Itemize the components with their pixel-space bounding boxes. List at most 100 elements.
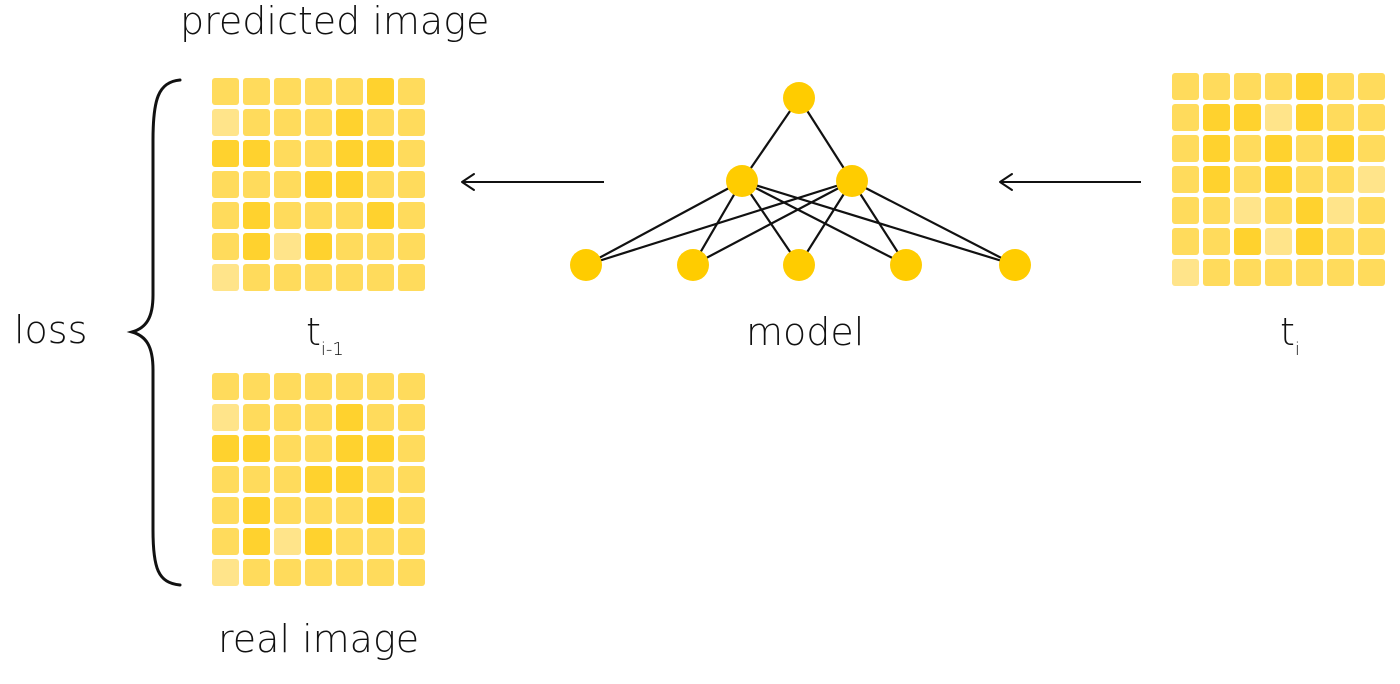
real-image-cell	[398, 528, 425, 555]
noisy-image-cell	[1358, 135, 1385, 162]
t-curr-label: ti	[1280, 310, 1300, 360]
predicted-image-cell	[243, 264, 270, 291]
noisy-image-cell	[1203, 166, 1230, 193]
predicted-image-cell	[243, 78, 270, 105]
noisy-image-cell	[1172, 166, 1199, 193]
noisy-image-cell	[1358, 73, 1385, 100]
real-image-cell	[367, 528, 394, 555]
noisy-image-cell	[1296, 197, 1323, 224]
predicted-image-cell	[398, 109, 425, 136]
real-image-cell	[398, 497, 425, 524]
real-image-cell	[398, 466, 425, 493]
network-node	[890, 249, 922, 281]
real-image-cell	[274, 373, 301, 400]
noisy-image-cell	[1234, 73, 1261, 100]
real-image-cell	[243, 404, 270, 431]
real-image-cell	[367, 373, 394, 400]
network-edge	[741, 180, 907, 266]
predicted-image-cell	[367, 202, 394, 229]
arrow-input-to-model	[999, 173, 1141, 191]
network-edge	[851, 180, 907, 266]
real-image-cell	[274, 435, 301, 462]
noisy-image-cell	[1203, 259, 1230, 286]
predicted-image-cell	[243, 171, 270, 198]
real-image-cell	[398, 559, 425, 586]
noisy-image-cell	[1296, 104, 1323, 131]
real-image-cell	[336, 373, 363, 400]
noisy-image-cell	[1327, 166, 1354, 193]
network-edge	[798, 97, 853, 182]
noisy-image-cell	[1296, 135, 1323, 162]
real-image-cell	[212, 404, 239, 431]
real-image-cell	[367, 497, 394, 524]
noisy-image-cell	[1358, 197, 1385, 224]
network-node	[677, 249, 709, 281]
noisy-image-cell	[1203, 73, 1230, 100]
predicted-image-cell	[336, 140, 363, 167]
predicted-image-cell	[398, 202, 425, 229]
noisy-image-cell	[1358, 166, 1385, 193]
noisy-image-cell	[1172, 228, 1199, 255]
noisy-image-cell	[1172, 135, 1199, 162]
real-image-cell	[305, 435, 332, 462]
t-prev-label: ti-1	[306, 310, 344, 360]
network-edge	[798, 180, 853, 266]
real-image-label: real image	[218, 617, 419, 661]
predicted-image-cell	[398, 140, 425, 167]
noisy-image-cell	[1265, 259, 1292, 286]
predicted-image-cell	[243, 109, 270, 136]
noisy-image-cell	[1172, 197, 1199, 224]
predicted-image-cell	[398, 171, 425, 198]
real-image-cell	[274, 559, 301, 586]
predicted-image-cell	[305, 264, 332, 291]
noisy-image-cell	[1234, 259, 1261, 286]
real-image-cell	[274, 497, 301, 524]
predicted-image-cell	[367, 264, 394, 291]
real-image-cell	[398, 404, 425, 431]
real-image-cell	[274, 528, 301, 555]
predicted-image-cell	[398, 264, 425, 291]
t-prev-base: t	[306, 310, 321, 354]
t-curr-subscript: i	[1295, 339, 1300, 360]
noisy-image-cell	[1327, 104, 1354, 131]
predicted-image-cell	[305, 171, 332, 198]
real-image-cell	[336, 497, 363, 524]
network-node	[726, 165, 758, 197]
predicted-image-cell	[367, 78, 394, 105]
predicted-image-cell	[243, 233, 270, 260]
network-edge	[851, 180, 1016, 266]
real-image-cell	[367, 435, 394, 462]
predicted-image-cell	[212, 140, 239, 167]
model-network-nodes	[570, 82, 1031, 281]
real-image-cell	[274, 404, 301, 431]
noisy-image-cell	[1234, 135, 1261, 162]
predicted-image-cell	[336, 78, 363, 105]
noisy-image-cell	[1172, 104, 1199, 131]
noisy-image-grid	[1172, 73, 1385, 286]
predicted-image-cell	[274, 233, 301, 260]
noisy-image-cell	[1265, 73, 1292, 100]
predicted-image-cell	[336, 171, 363, 198]
real-image-cell	[336, 528, 363, 555]
predicted-image-cell	[212, 78, 239, 105]
noisy-image-cell	[1234, 104, 1261, 131]
predicted-image-cell	[367, 109, 394, 136]
real-image-cell	[212, 466, 239, 493]
real-image-cell	[212, 528, 239, 555]
predicted-image-cell	[212, 171, 239, 198]
loss-brace	[126, 78, 182, 587]
real-image-cell	[212, 435, 239, 462]
noisy-image-cell	[1296, 259, 1323, 286]
predicted-image-cell	[212, 202, 239, 229]
noisy-image-cell	[1265, 197, 1292, 224]
noisy-image-cell	[1296, 166, 1323, 193]
noisy-image-cell	[1327, 135, 1354, 162]
predicted-image-cell	[243, 202, 270, 229]
model-network-edges	[585, 97, 1016, 267]
network-edge	[741, 97, 800, 182]
real-image-cell	[243, 435, 270, 462]
network-node	[836, 165, 868, 197]
predicted-image-cell	[367, 171, 394, 198]
predicted-image-cell	[398, 233, 425, 260]
